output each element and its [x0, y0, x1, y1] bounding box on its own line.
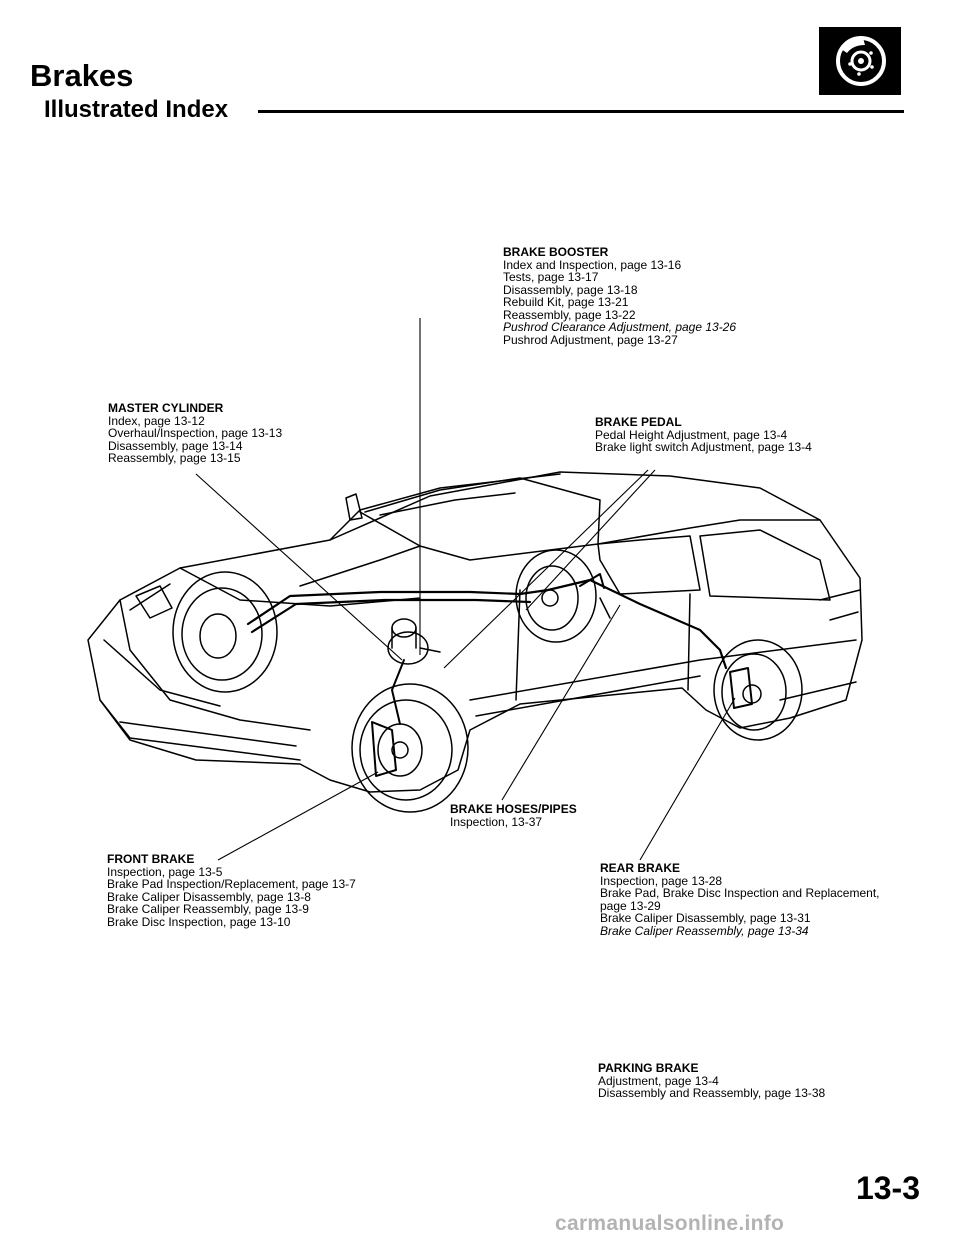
brake-booster-item: Disassembly, page 13-18: [503, 282, 638, 297]
rear-brake-item: Inspection, page 13-28: [600, 873, 723, 888]
brake-booster-item: Pushrod Adjustment, page 13-27: [503, 332, 678, 347]
header-rule: [258, 110, 904, 113]
front-brake-item: Inspection, page 13-5: [107, 864, 223, 879]
parking-brake-item: Adjustment, page 13-4: [598, 1073, 719, 1088]
rear-brake-item: Brake Pad, Brake Disc Inspection and Rep…: [600, 886, 880, 900]
page-title: Brakes: [30, 58, 134, 93]
watermark-text: carmanualsonline.info: [555, 1212, 785, 1235]
rear-brake-item: Brake Caliper Reassembly, page 13-34: [600, 923, 809, 938]
brake-pedal-heading: BRAKE PEDAL: [595, 415, 682, 429]
master-cylinder-heading: MASTER CYLINDER: [108, 401, 224, 415]
master-cylinder-section: MASTER CYLINDER Index, page 13-12 Overha…: [108, 402, 282, 465]
brake-booster-heading: BRAKE BOOSTER: [503, 245, 609, 259]
brake-hoses-section: BRAKE HOSES/PIPES Inspection, 13-37: [450, 803, 577, 828]
brake-booster-item: Tests, page 13-17: [503, 270, 599, 284]
parking-brake-section: PARKING BRAKE Adjustment, page 13-4 Disa…: [598, 1062, 825, 1100]
parking-brake-item: Disassembly and Reassembly, page 13-38: [598, 1086, 826, 1100]
rear-brake-section: REAR BRAKE Inspection, page 13-28 Brake …: [600, 862, 879, 937]
master-cylinder-item: Disassembly, page 13-14: [108, 438, 243, 453]
brake-hoses-heading: BRAKE HOSES/PIPES: [450, 802, 577, 816]
brake-pedal-item: Brake light switch Adjustment, page 13-4: [595, 440, 812, 454]
front-brake-heading: FRONT BRAKE: [107, 852, 195, 866]
brake-pedal-section: BRAKE PEDAL Pedal Height Adjustment, pag…: [595, 416, 812, 454]
master-cylinder-item: Index, page 13-12: [108, 413, 205, 428]
brake-pedal-item: Pedal Height Adjustment, page 13-4: [595, 427, 788, 442]
brake-disc-icon: [819, 27, 901, 95]
rear-brake-item: Brake Caliper Disassembly, page 13-31: [600, 911, 811, 925]
parking-brake-heading: PARKING BRAKE: [598, 1061, 699, 1075]
brake-booster-section: BRAKE BOOSTER Index and Inspection, page…: [503, 246, 736, 346]
brake-booster-item: Pushrod Clearance Adjustment, page 13-26: [503, 320, 737, 334]
front-brake-item: Brake Disc Inspection, page 13-10: [107, 914, 291, 929]
page-number: 13-3: [855, 1170, 920, 1206]
rear-brake-heading: REAR BRAKE: [600, 861, 681, 875]
master-cylinder-item: Overhaul/Inspection, page 13-13: [108, 426, 283, 440]
brake-booster-item: Index and Inspection, page 13-16: [503, 257, 682, 272]
front-brake-section: FRONT BRAKE Inspection, page 13-5 Brake …: [107, 853, 356, 928]
front-brake-item: Brake Caliper Reassembly, page 13-9: [107, 902, 309, 916]
rear-brake-item: page 13-29: [600, 898, 661, 913]
brake-booster-item: Reassembly, page 13-22: [503, 307, 636, 322]
brake-booster-item: Rebuild Kit, page 13-21: [503, 295, 629, 309]
master-cylinder-item: Reassembly, page 13-15: [108, 451, 241, 465]
front-brake-item: Brake Pad Inspection/Replacement, page 1…: [107, 877, 356, 891]
brake-hoses-item: Inspection, 13-37: [450, 814, 543, 829]
front-brake-item: Brake Caliper Disassembly, page 13-8: [107, 889, 311, 904]
page-subtitle: Illustrated Index: [44, 96, 229, 123]
